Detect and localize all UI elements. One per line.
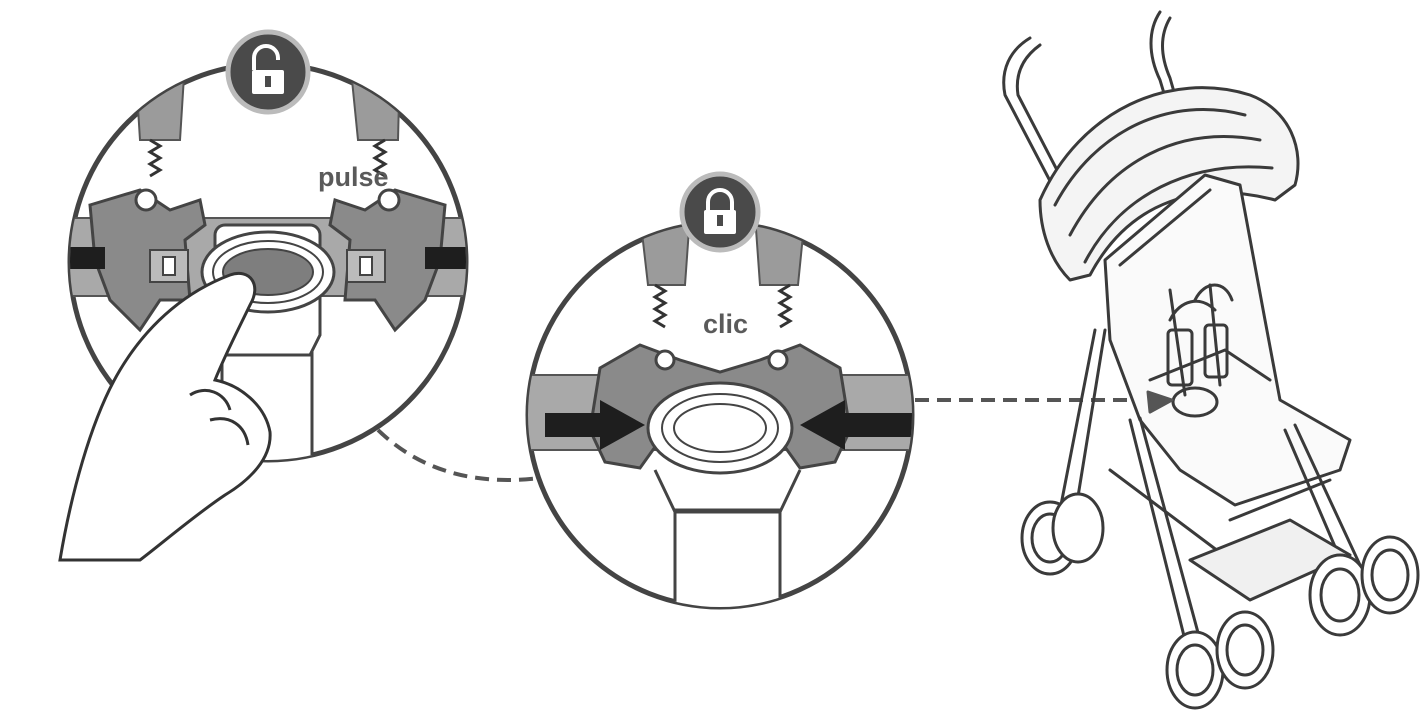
crotch-strap-center — [673, 508, 782, 607]
release-detail-panel: pulse — [58, 29, 469, 562]
pressing-hand — [58, 272, 272, 562]
stroller-handle-right — [1149, 10, 1177, 132]
stroller-illustration — [1002, 10, 1420, 710]
fasten-detail-panel: clic — [525, 171, 915, 610]
stroller-wheel-front-left — [1020, 492, 1105, 576]
push-arrow-left — [545, 400, 645, 450]
unlock-word: pulse — [318, 162, 389, 192]
shoulder-strap-right — [348, 64, 402, 141]
buckle-location-marker — [1146, 390, 1174, 414]
lock-word: clic — [703, 309, 748, 339]
stroller-wheel-front-right — [1165, 610, 1275, 710]
stroller-wheel-rear — [1308, 535, 1420, 637]
connector-dashed-line-left — [376, 428, 541, 482]
shoulder-strap-left — [133, 64, 187, 141]
unlocked-padlock-icon — [225, 29, 311, 115]
push-arrow-right — [800, 400, 912, 450]
locked-padlock-icon — [679, 171, 761, 253]
stroller-handle-left — [1002, 36, 1062, 202]
